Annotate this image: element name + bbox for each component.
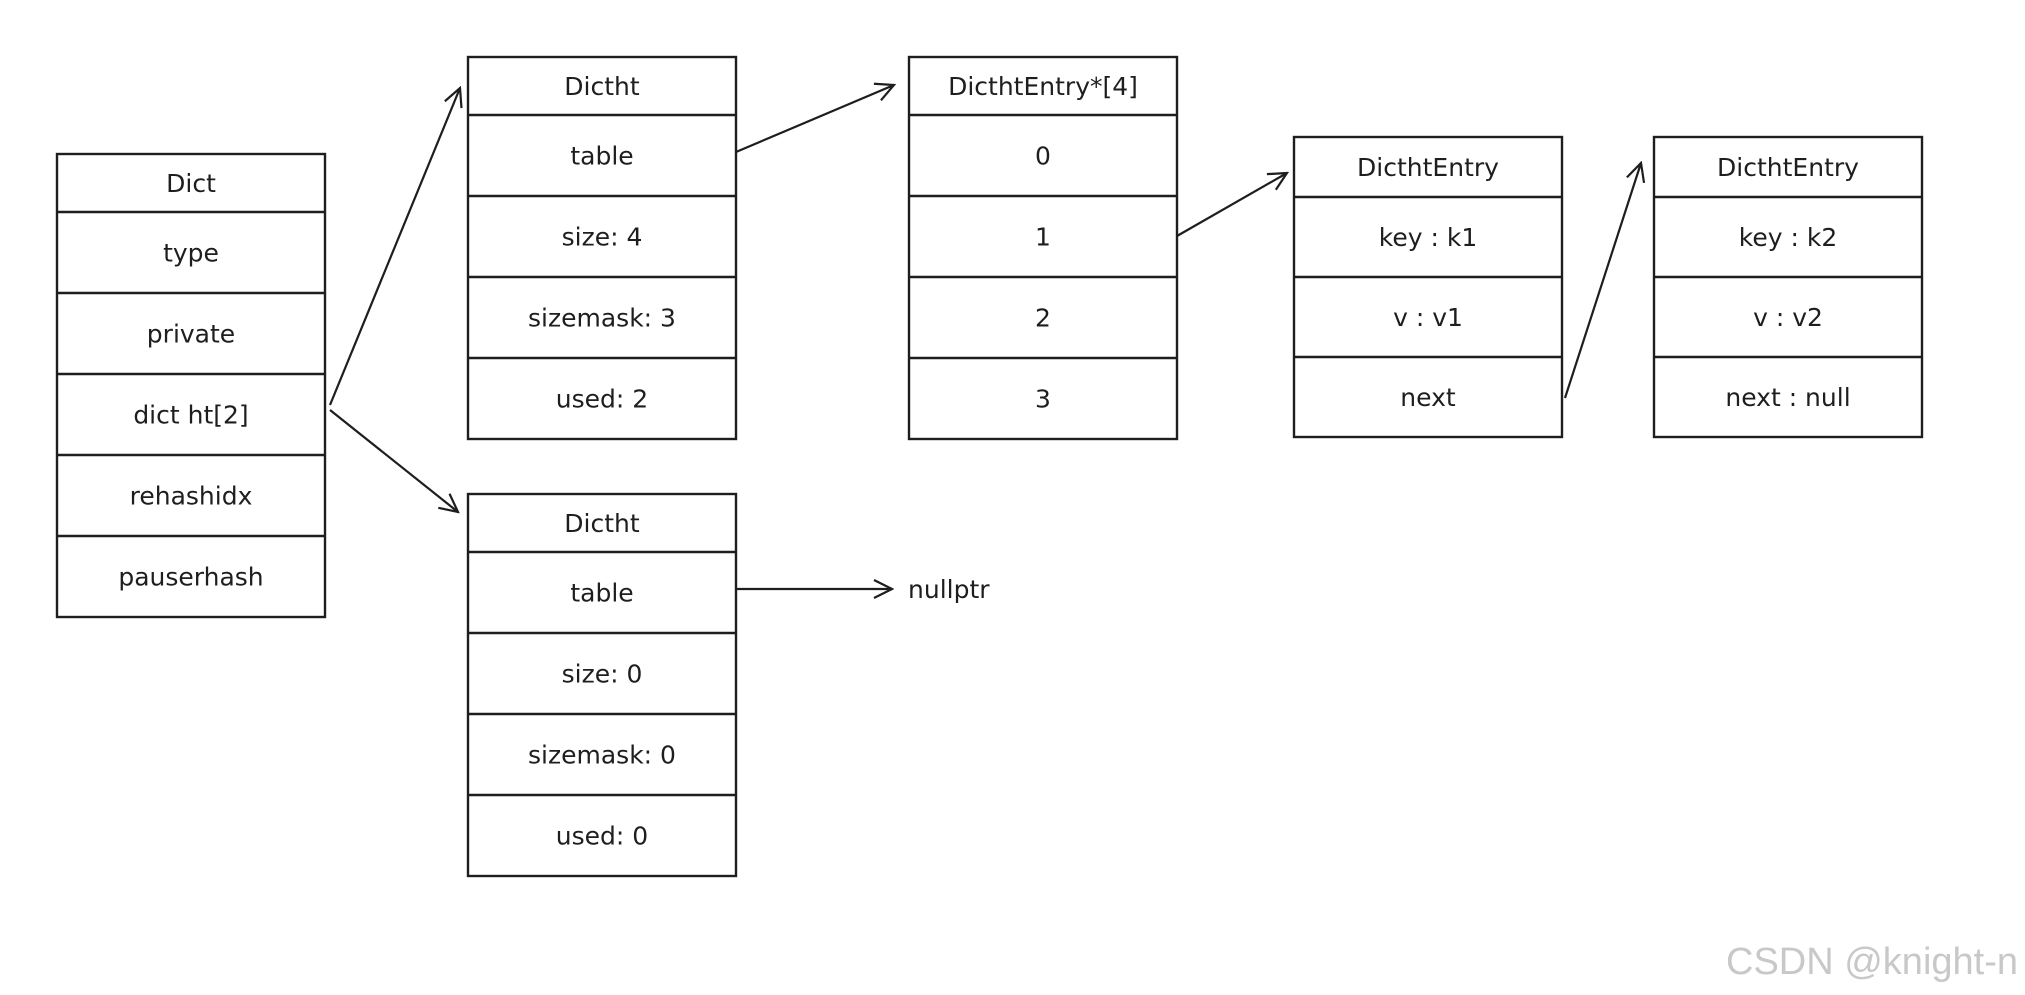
- struct-box-entry2: DicthtEntry key : k2 v : v2 next : null: [1652, 135, 1924, 439]
- arrow-ht-to-dictht-0: [328, 88, 460, 406]
- arrow-ht-to-dictht-1: [329, 409, 458, 512]
- struct-field: table: [570, 142, 633, 171]
- struct-header: Dictht: [564, 509, 640, 538]
- arrow-bucket-to-entry: [1176, 173, 1287, 237]
- struct-field: rehashidx: [130, 482, 253, 511]
- struct-field: v : v2: [1753, 303, 1823, 332]
- struct-field: size: 0: [562, 660, 643, 689]
- struct-field: used: 2: [556, 385, 648, 414]
- struct-field: v : v1: [1393, 303, 1463, 332]
- struct-field: next : null: [1725, 383, 1850, 412]
- struct-box-ht0: Dictht table size: 4 sizemask: 3 used: 2: [466, 55, 738, 441]
- struct-box-border: [1652, 135, 1924, 439]
- struct-header: DicthtEntry: [1357, 153, 1499, 182]
- struct-header: DicthtEntry*[4]: [948, 72, 1138, 101]
- struct-field: private: [147, 320, 235, 349]
- struct-box-entry1: DicthtEntry key : k1 v : v1 next: [1292, 135, 1564, 439]
- struct-box-ht1: Dictht table size: 0 sizemask: 0 used: 0: [466, 492, 738, 878]
- struct-field: dict ht[2]: [133, 401, 248, 430]
- arrows: [328, 85, 1641, 589]
- arrow-next-to-entry: [1563, 163, 1641, 399]
- struct-field: type: [163, 239, 219, 268]
- struct-header: DicthtEntry: [1717, 153, 1859, 182]
- struct-box-border: [466, 492, 738, 878]
- struct-field: 3: [1035, 385, 1051, 414]
- nullptr-label: nullptr: [908, 575, 990, 604]
- struct-field: next: [1400, 383, 1456, 412]
- struct-field: sizemask: 0: [528, 741, 676, 770]
- struct-box-border: [466, 55, 738, 441]
- struct-field: size: 4: [562, 223, 643, 252]
- struct-header: Dict: [166, 169, 216, 198]
- struct-box-border: [1292, 135, 1564, 439]
- struct-field: key : k1: [1379, 223, 1477, 252]
- struct-box-buckets: DicthtEntry*[4] 0 1 2 3: [907, 55, 1179, 441]
- struct-box-dict: Dict type private dict ht[2] rehashidx pauser…: [55, 152, 327, 619]
- struct-field: table: [570, 579, 633, 608]
- struct-field: 1: [1035, 223, 1051, 252]
- arrow-table-to-buckets: [735, 85, 894, 154]
- struct-field: pauserhash: [118, 563, 263, 592]
- struct-box-border: [55, 152, 327, 619]
- struct-field: 0: [1035, 142, 1051, 171]
- struct-header: Dictht: [564, 72, 640, 101]
- struct-field: used: 0: [556, 822, 648, 851]
- struct-field: 2: [1035, 304, 1051, 333]
- struct-field: key : k2: [1739, 223, 1837, 252]
- struct-field: sizemask: 3: [528, 304, 676, 333]
- watermark: CSDN @knight-n: [1726, 941, 2018, 983]
- struct-box-border: [907, 55, 1179, 441]
